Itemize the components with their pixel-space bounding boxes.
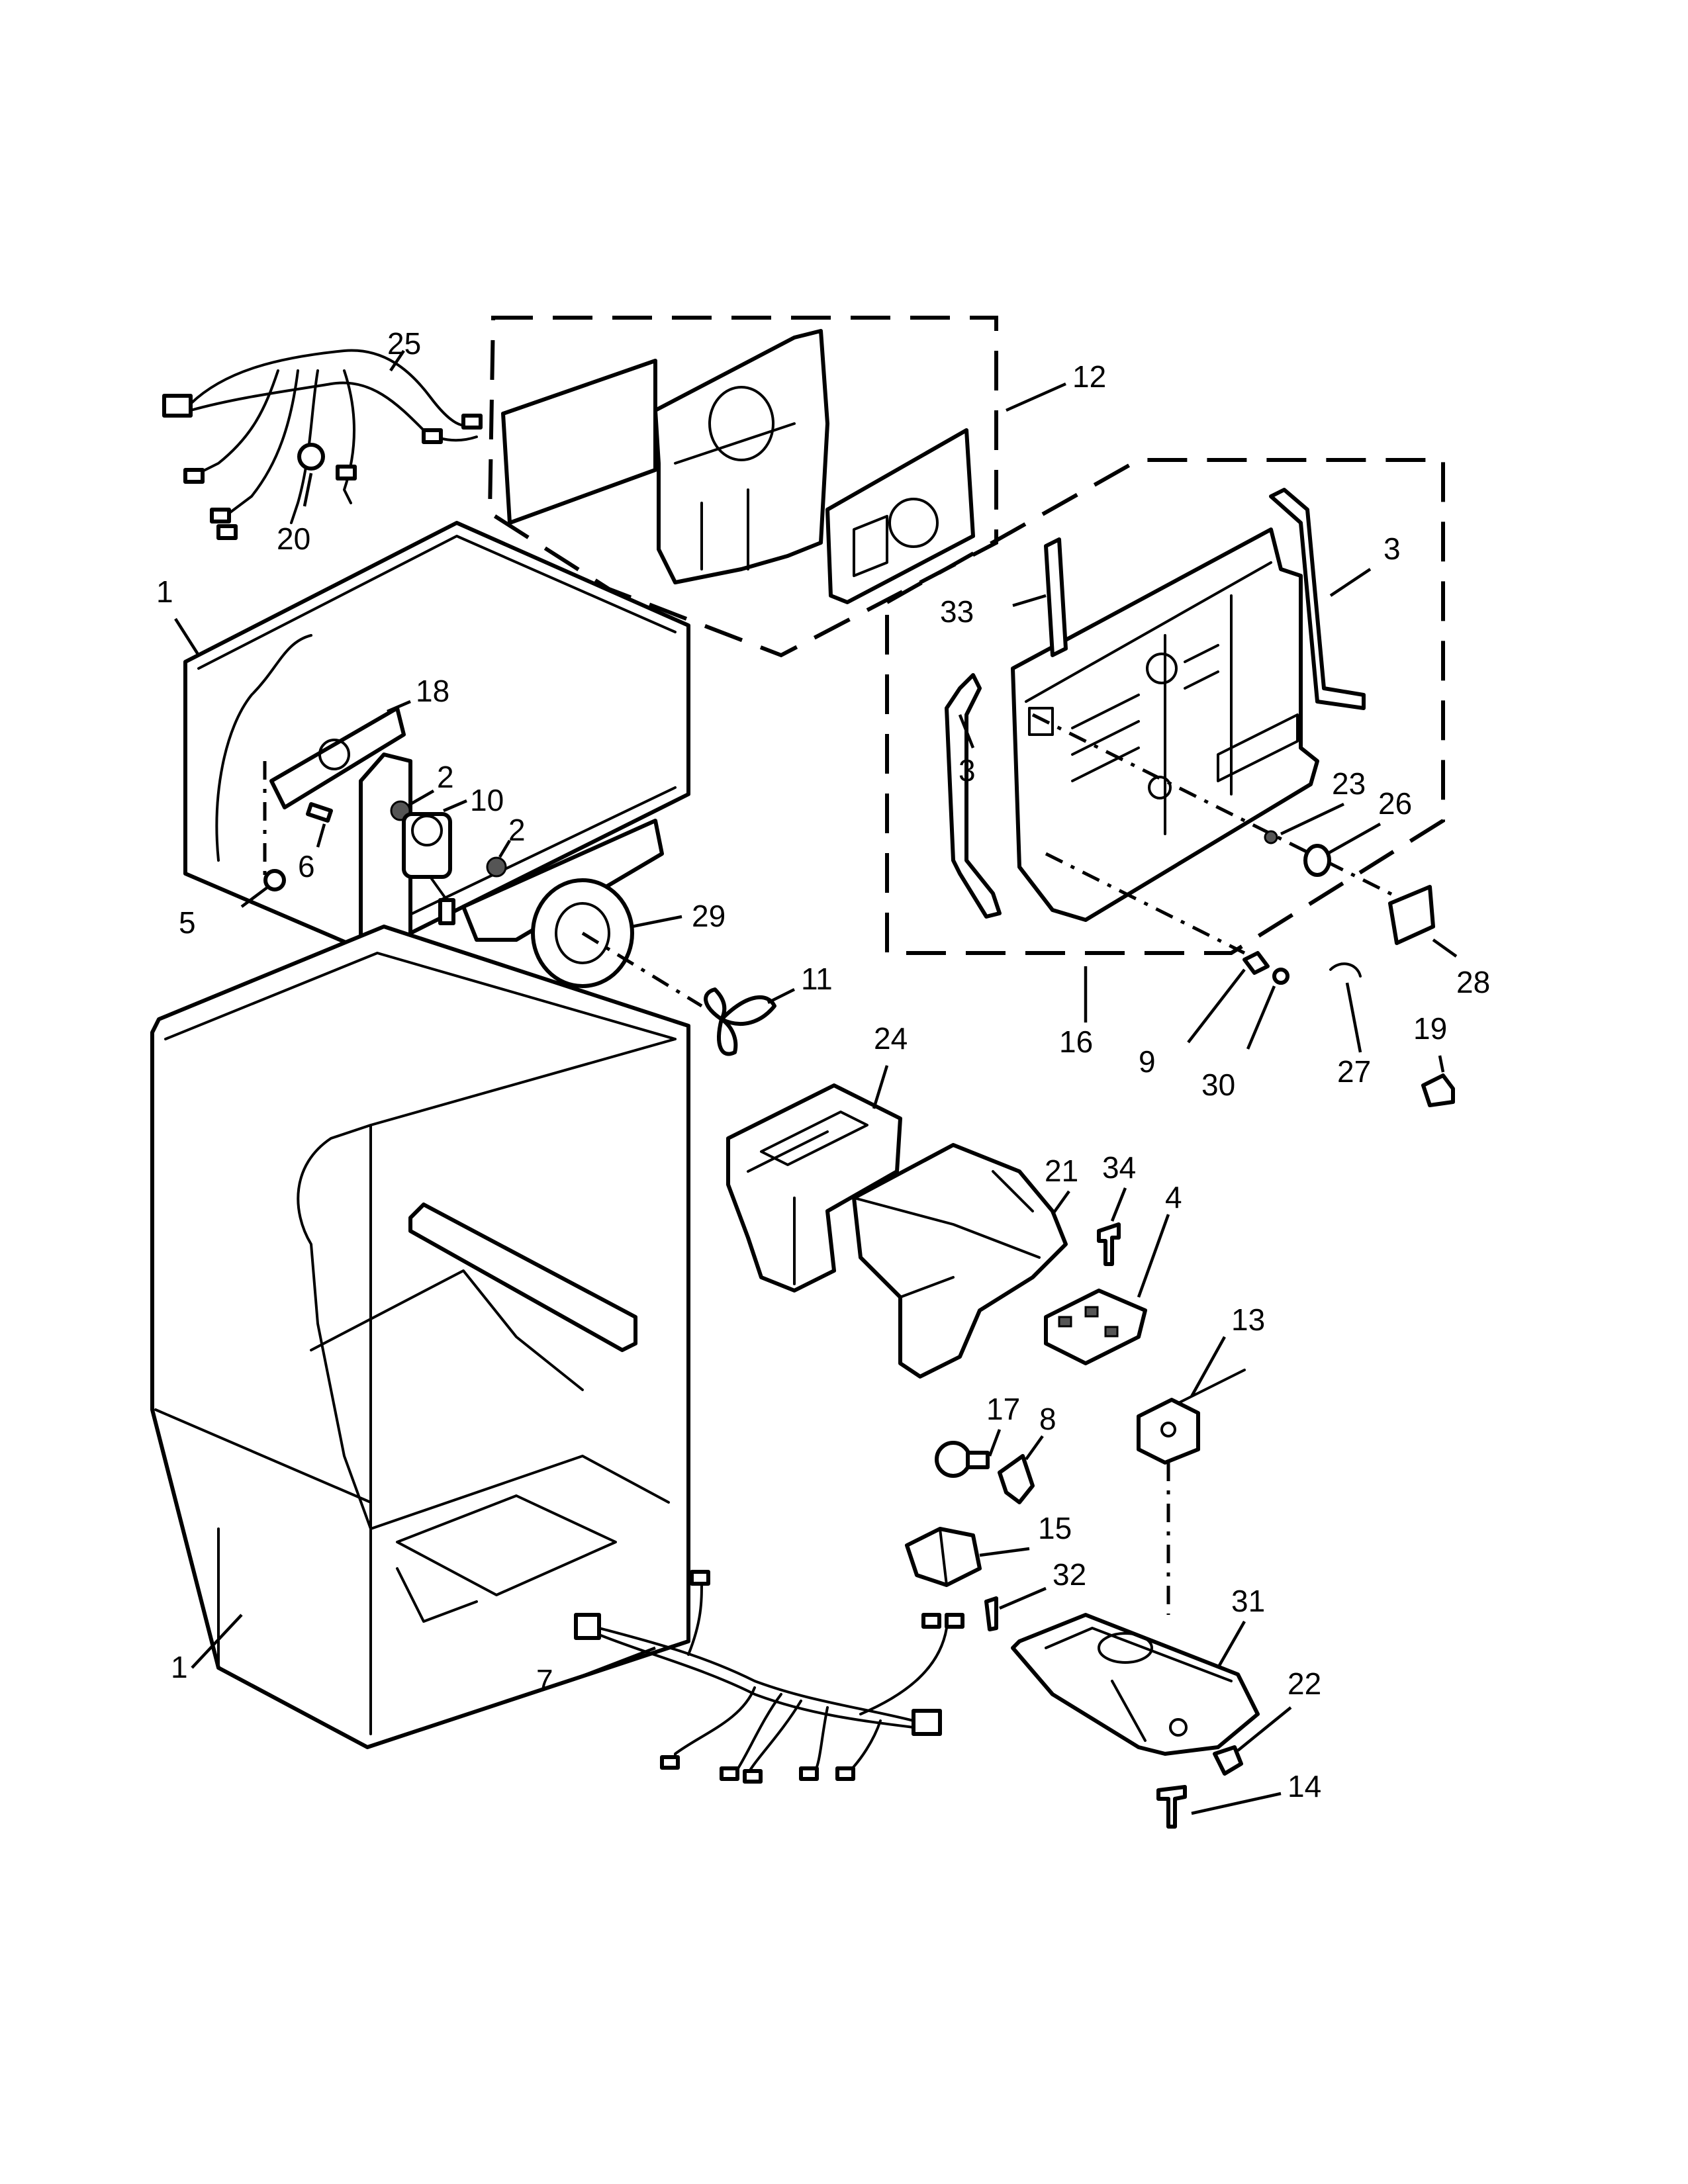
callout-21: 21 [1045, 1154, 1078, 1188]
control-housing-31 [1011, 1613, 1260, 1756]
callout-32: 32 [1053, 1557, 1086, 1592]
callout-33: 33 [940, 594, 974, 629]
evaporator-cover-assembly-16 [885, 458, 1445, 955]
callout-3-right: 3 [1383, 531, 1401, 566]
gasket-strip-3a [1269, 488, 1366, 710]
callout-2-bottom: 2 [508, 813, 526, 847]
callout-4: 4 [1165, 1180, 1182, 1214]
callout-7: 7 [536, 1663, 553, 1698]
clip-23 [1264, 830, 1278, 844]
callout-1-lower: 1 [171, 1650, 188, 1684]
knob-22 [1213, 1745, 1243, 1776]
callout-22: 22 [1288, 1666, 1321, 1701]
gasket-strip-3b [945, 673, 1002, 919]
callout-9: 9 [1139, 1044, 1156, 1079]
callout-24: 24 [874, 1021, 908, 1056]
callout-2-top: 2 [437, 760, 454, 794]
socket-8 [998, 1454, 1035, 1504]
fresh-food-liner-1 [150, 925, 690, 1749]
screw-9 [1243, 951, 1270, 975]
callout-26: 26 [1378, 786, 1412, 821]
screw-32 [984, 1596, 998, 1631]
callout-16: 16 [1059, 1024, 1093, 1059]
callout-30: 30 [1201, 1068, 1235, 1102]
callout-1-upper: 1 [156, 574, 173, 609]
ice-module-24 [726, 1083, 902, 1293]
callout-5: 5 [179, 905, 196, 940]
washer-5 [263, 869, 286, 891]
leader-lines [174, 349, 1458, 1815]
callout-10: 10 [470, 783, 504, 817]
fan-motor-10 [402, 812, 455, 925]
callout-11: 11 [801, 962, 833, 996]
thermostat-13 [1137, 1369, 1246, 1465]
callout-6: 6 [298, 849, 315, 884]
callout-3-left: 3 [959, 753, 976, 788]
light-shield-15 [905, 1527, 982, 1587]
screw-34 [1097, 1222, 1121, 1266]
cover-28 [1388, 885, 1435, 945]
callout-25: 25 [387, 326, 421, 361]
fan-cover-assembly-12 [487, 316, 998, 658]
seal-27 [1329, 962, 1362, 978]
callout-27: 27 [1337, 1054, 1371, 1089]
bulb-17 [935, 1441, 990, 1478]
clip-19 [1421, 1073, 1455, 1107]
screw-14 [1156, 1785, 1187, 1829]
control-board-4 [1044, 1289, 1147, 1365]
callout-15: 15 [1038, 1511, 1072, 1545]
callout-18: 18 [416, 674, 449, 708]
fan-shroud-29 [461, 819, 664, 988]
air-duct-21 [852, 1143, 1068, 1379]
callout-labels: 25 20 12 1 3 33 18 3 2 10 2 23 26 6 5 29… [156, 326, 1490, 1803]
gasket-strip-33 [1044, 537, 1068, 657]
damper-18 [269, 706, 406, 809]
callout-34: 34 [1102, 1150, 1136, 1185]
callout-13: 13 [1231, 1302, 1265, 1337]
callout-29: 29 [692, 899, 726, 933]
callout-23: 23 [1332, 766, 1366, 801]
screw-6 [306, 802, 333, 823]
knob-26 [1303, 844, 1331, 877]
wire-harness-25 [162, 349, 483, 540]
callout-20: 20 [277, 522, 310, 556]
grommet-2b [486, 856, 507, 878]
callout-28: 28 [1456, 965, 1490, 999]
callout-14: 14 [1288, 1769, 1321, 1803]
callout-19: 19 [1413, 1011, 1447, 1046]
callout-17: 17 [986, 1392, 1020, 1426]
callout-31: 31 [1231, 1584, 1265, 1618]
plug-30 [1272, 968, 1289, 985]
callout-8: 8 [1039, 1402, 1056, 1436]
callout-12: 12 [1072, 359, 1106, 394]
fan-blade-11 [704, 987, 776, 1056]
